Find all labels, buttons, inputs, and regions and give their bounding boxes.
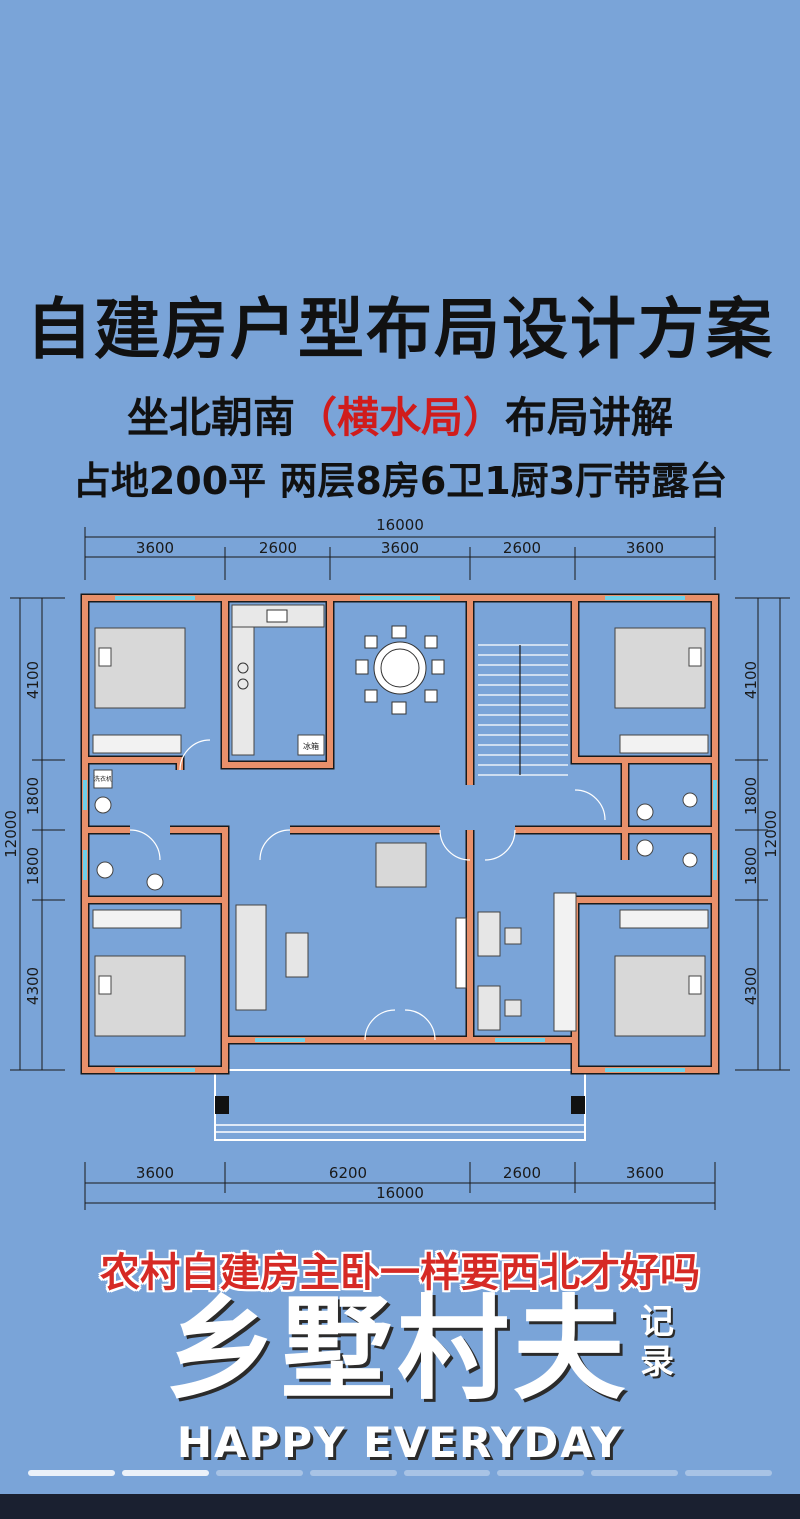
dim-top-5: 3600	[626, 539, 664, 557]
progress-segment[interactable]	[497, 1470, 585, 1476]
brand-side-text: 记 录	[640, 1302, 680, 1382]
doors	[129, 739, 606, 1041]
progress-segment[interactable]	[685, 1470, 772, 1476]
porch	[214, 1069, 586, 1141]
dim-top-total: 16000	[376, 516, 424, 534]
windows	[83, 596, 717, 1072]
beds	[94, 627, 706, 1037]
dimension-lines	[10, 527, 790, 1210]
bathroom-fixtures	[93, 769, 698, 891]
progress-segment[interactable]	[215, 1470, 303, 1476]
brand-side-char-2: 录	[640, 1342, 674, 1382]
subtitle-suffix: 布局讲解	[505, 393, 674, 442]
dim-left-4: 4300	[24, 967, 42, 1005]
tagline: HAPPY EVERYDAY	[176, 1418, 624, 1467]
dim-top-1: 3600	[136, 539, 174, 557]
story-progress-bar[interactable]	[28, 1470, 772, 1478]
brand-logo: 乡墅村夫	[165, 1285, 629, 1415]
dim-right-4: 4300	[742, 967, 760, 1005]
progress-segment[interactable]	[28, 1470, 115, 1476]
wardrobes	[92, 734, 709, 1032]
progress-segment[interactable]	[591, 1470, 679, 1476]
stairs	[478, 644, 568, 776]
fridge-label: 冰箱	[303, 741, 319, 751]
dim-right-3: 1800	[742, 847, 760, 885]
spec-line: 占地200平 两层8房6卫1厨3厅带露台	[72, 459, 728, 503]
dim-bottom-total: 16000	[376, 1184, 424, 1202]
kitchen: 冰箱	[231, 604, 325, 756]
dim-left-total: 12000	[2, 810, 20, 858]
dim-top-2: 2600	[259, 539, 297, 557]
progress-segment[interactable]	[309, 1470, 397, 1476]
washer-label: 洗衣机	[94, 775, 112, 783]
question-banner: 农村自建房主卧一样要西北才好吗	[100, 1250, 700, 1296]
living-room-furniture	[235, 904, 522, 1031]
dining-table	[355, 625, 445, 715]
progress-segment[interactable]	[121, 1470, 209, 1476]
dim-top-4: 2600	[503, 539, 541, 557]
dim-bottom-3: 2600	[503, 1164, 541, 1182]
dim-top-3: 3600	[381, 539, 419, 557]
dim-right-total: 12000	[762, 810, 780, 858]
dim-bottom-1: 3600	[136, 1164, 174, 1182]
dim-left-1: 4100	[24, 661, 42, 699]
bottom-bar	[0, 1494, 800, 1519]
brand-side-char-1: 记	[640, 1302, 674, 1342]
subtitle: 坐北朝南（横水局）布局讲解	[0, 384, 800, 445]
dim-right-2: 1800	[742, 777, 760, 815]
subtitle-highlight: （横水局）	[294, 393, 505, 442]
dim-left-2: 1800	[24, 777, 42, 815]
floor-plan: 16000 3600 2600 3600 2600 3600 3600 6200…	[2, 516, 790, 1210]
subtitle-prefix: 坐北朝南	[126, 393, 295, 442]
dim-bottom-4: 3600	[626, 1164, 664, 1182]
dim-right-1: 4100	[742, 661, 760, 699]
page-title: 自建房户型布局设计方案	[26, 291, 774, 368]
progress-segment[interactable]	[403, 1470, 491, 1476]
dim-bottom-2: 6200	[329, 1164, 367, 1182]
dim-left-3: 1800	[24, 847, 42, 885]
